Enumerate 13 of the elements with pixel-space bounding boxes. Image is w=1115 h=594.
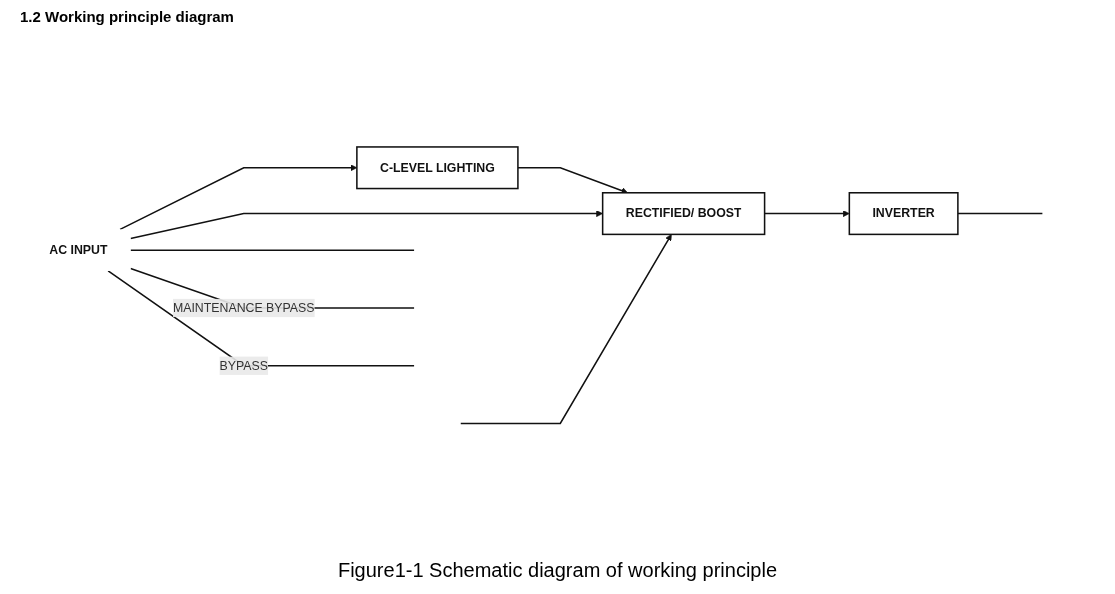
node-text: AC INPUT: [49, 243, 108, 257]
connector-line: [129, 249, 416, 251]
connector-line: [517, 167, 628, 194]
node-box: RECTIFIED/ BOOST: [601, 192, 766, 236]
connector-line: [957, 212, 1044, 215]
heading: 1.2 Working principle diagram: [20, 8, 234, 25]
connector-line: [129, 210, 603, 240]
edge-label: BYPASS: [219, 358, 268, 372]
connector-line: [459, 234, 672, 425]
edge-label: MAINTENANCE BYPASS: [172, 301, 315, 315]
node-box: INVERTER: [848, 192, 959, 236]
figure-caption: Figure1-1 Schematic diagram of working principle: [337, 559, 778, 582]
node-box: C-LEVEL LIGHTING: [356, 146, 519, 190]
